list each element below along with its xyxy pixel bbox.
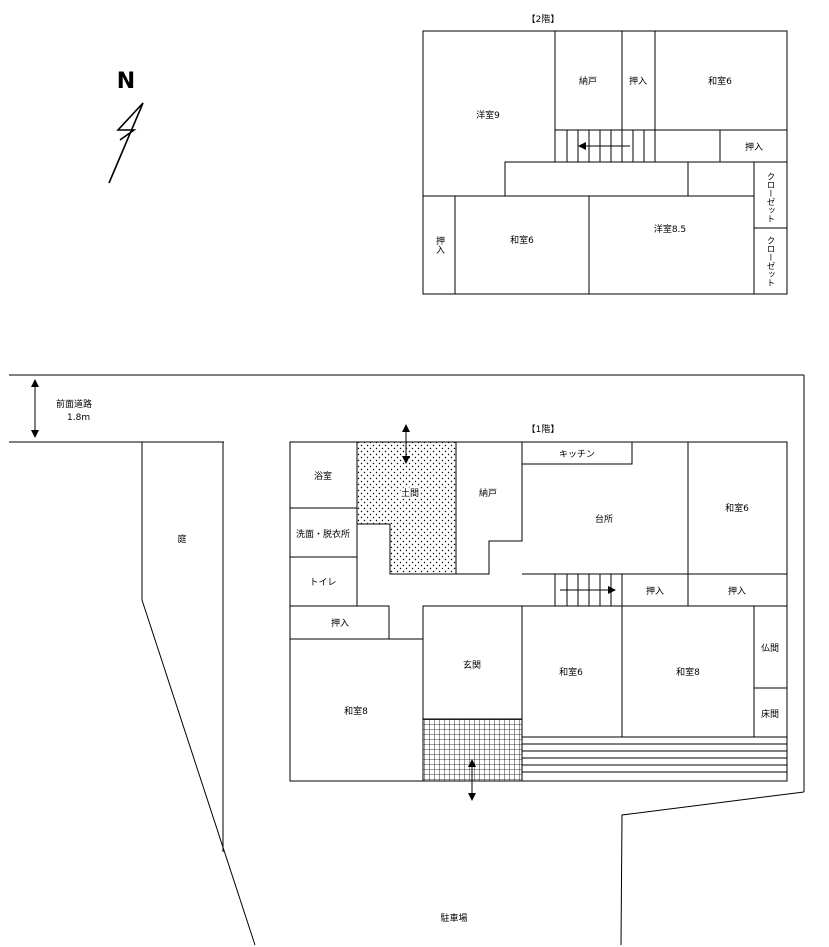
room-washitsu6-2f-bottom: 和室6 bbox=[510, 234, 534, 246]
room-washitsu6-2f-top: 和室6 bbox=[708, 75, 732, 87]
garden-label: 庭 bbox=[177, 533, 186, 545]
room-oshiire-1f-right: 押入 bbox=[728, 585, 746, 597]
room-youshitsu9: 洋室9 bbox=[476, 109, 500, 121]
north-label: N bbox=[117, 69, 135, 94]
room-nando-1f: 納戸 bbox=[479, 487, 497, 499]
road-width: 1.8m bbox=[67, 413, 90, 423]
floor2-labels: 【2階】 洋室9 納戸 押入 和室6 押入 クローゼット クローゼット 押入 和… bbox=[434, 14, 775, 287]
north-arrow: N bbox=[108, 69, 144, 184]
room-oshiire-2f-top: 押入 bbox=[629, 75, 647, 87]
room-oshiire-2f-right: 押入 bbox=[745, 141, 763, 153]
room-youshitsu85: 洋室8.5 bbox=[654, 223, 686, 235]
room-washitsu8-1f-center: 和室8 bbox=[676, 666, 700, 678]
doma-floor-pattern-cover bbox=[357, 524, 390, 574]
room-senmen: 洗面・脱衣所 bbox=[296, 528, 350, 540]
floor2-plan bbox=[422, 30, 788, 295]
north-arrow-icon bbox=[108, 102, 144, 184]
room-toilet: トイレ bbox=[309, 578, 336, 588]
room-kitchen: キッチン bbox=[559, 449, 595, 460]
room-oshiire-2f-left: 押入 bbox=[434, 235, 445, 254]
room-doma: 土間 bbox=[401, 487, 419, 499]
room-washitsu6-1f-right: 和室6 bbox=[725, 502, 749, 514]
room-oshiire-1f-stairs: 押入 bbox=[646, 585, 664, 597]
room-washitsu6-1f-center: 和室6 bbox=[559, 666, 583, 678]
parking-label: 駐車場 bbox=[440, 912, 467, 924]
room-closet-1: クローゼット bbox=[765, 172, 775, 223]
room-butsuma: 仏間 bbox=[761, 643, 779, 654]
floor1-labels: 【1階】 浴室 土間 納戸 キッチン 台所 和室6 洗面・脱衣所 トイレ 押入 … bbox=[296, 424, 779, 720]
site-boundary bbox=[9, 374, 805, 946]
room-genkan: 玄関 bbox=[463, 659, 481, 671]
road-label: 前面道路 bbox=[56, 398, 92, 410]
room-daidokoro: 台所 bbox=[595, 513, 613, 525]
floor2-title: 【2階】 bbox=[527, 14, 560, 25]
floor1-plan bbox=[289, 441, 788, 782]
road-dimension: 前面道路 1.8m bbox=[31, 379, 92, 438]
room-closet-2: クローゼット bbox=[765, 236, 775, 287]
floor1-title: 【1階】 bbox=[527, 424, 560, 435]
room-washitsu8-1f-left: 和室8 bbox=[344, 705, 368, 717]
room-tokonoma: 床間 bbox=[761, 708, 779, 720]
room-yokushitsu: 浴室 bbox=[314, 470, 332, 482]
room-oshiire-1f-left: 押入 bbox=[331, 617, 349, 629]
room-nando-2f: 納戸 bbox=[579, 75, 597, 87]
